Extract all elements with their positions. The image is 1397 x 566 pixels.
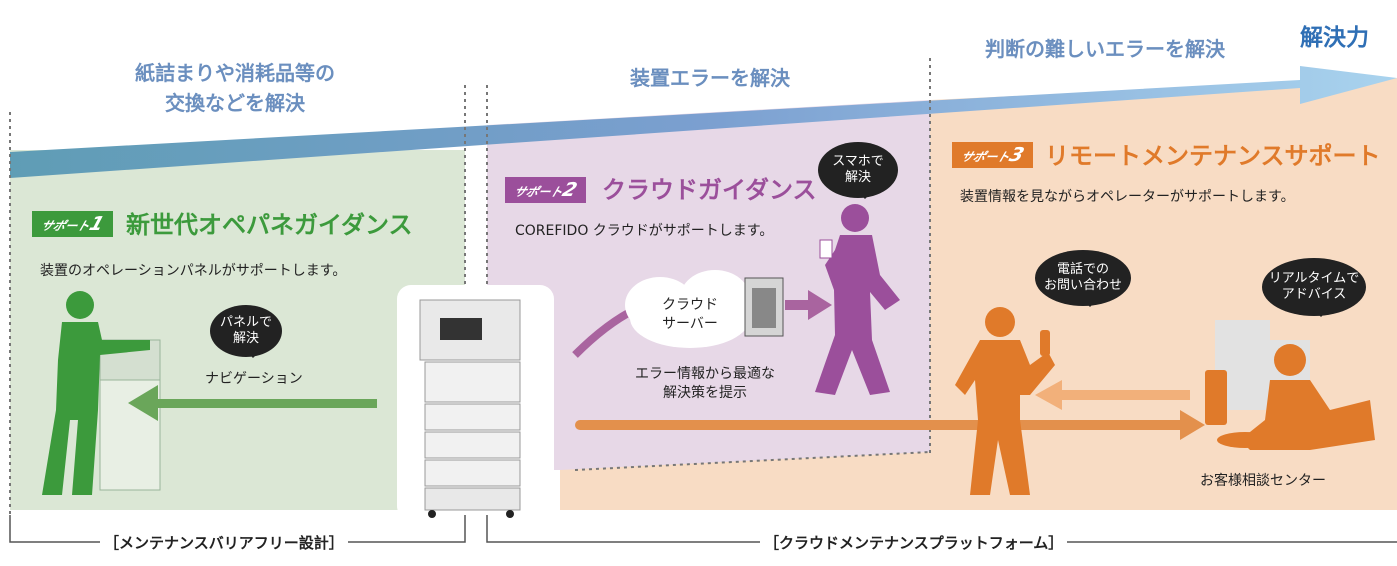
footer-right-label: ［クラウドメンテナンスプラットフォーム］ xyxy=(760,532,1068,553)
column1-heading: 紙詰まりや消耗品等の 交換などを解決 xyxy=(135,61,335,115)
green-person-icon xyxy=(42,291,150,495)
navigation-label: ナビゲーション xyxy=(205,371,303,387)
orange-panel xyxy=(560,78,1397,510)
cloud-server-label: クラウドサーバー xyxy=(662,297,718,332)
phone-inquiry-bubble: 電話でのお問い合わせ xyxy=(1035,250,1131,307)
cloud-caption: エラー情報から最適な解決策を提示 xyxy=(635,366,775,401)
purple-person-icon xyxy=(815,204,900,395)
column2-heading: 装置エラーを解決 xyxy=(630,66,790,90)
rising-band xyxy=(10,66,1397,178)
support3-desc: 装置情報を見ながらオペレーターがサポートします。 xyxy=(960,189,1295,205)
orange-person-icon xyxy=(955,307,1055,495)
support2-badge: サポート2 xyxy=(505,177,587,203)
column3-heading: 判断の難しいエラーを解決 xyxy=(985,37,1225,61)
support3-title: リモートメンテナンスサポート xyxy=(1045,142,1381,170)
support3-badge: サポート3 xyxy=(952,142,1034,168)
cloud-arrow xyxy=(785,290,832,320)
operator-icon xyxy=(1205,344,1375,450)
printer-icon xyxy=(419,299,521,518)
support1-title: 新世代オペパネガイダンス xyxy=(126,211,413,239)
footer-left-label: ［メンテナンスバリアフリー設計］ xyxy=(100,532,348,553)
cloud-icon xyxy=(625,270,750,348)
support1-badge: サポート1 xyxy=(32,211,114,237)
support2-desc: COREFIDO クラウドがサポートします。 xyxy=(515,223,774,239)
solution-power-title: 解決力 xyxy=(1300,25,1369,51)
smartphone-bubble: スマホで解決 xyxy=(818,142,898,199)
navigation-arrow xyxy=(128,385,377,421)
remote-arrow xyxy=(575,410,1205,440)
support2-title: クラウドガイダンス xyxy=(602,176,817,204)
realtime-advice-bubble: リアルタイムでアドバイス xyxy=(1262,258,1366,317)
advice-arrow xyxy=(1035,380,1190,410)
customer-center-label: お客様相談センター xyxy=(1200,473,1326,489)
panel-bubble: パネルで解決 xyxy=(210,305,282,358)
support1-desc: 装置のオペレーションパネルがサポートします。 xyxy=(40,263,347,279)
server-icon xyxy=(744,277,784,337)
